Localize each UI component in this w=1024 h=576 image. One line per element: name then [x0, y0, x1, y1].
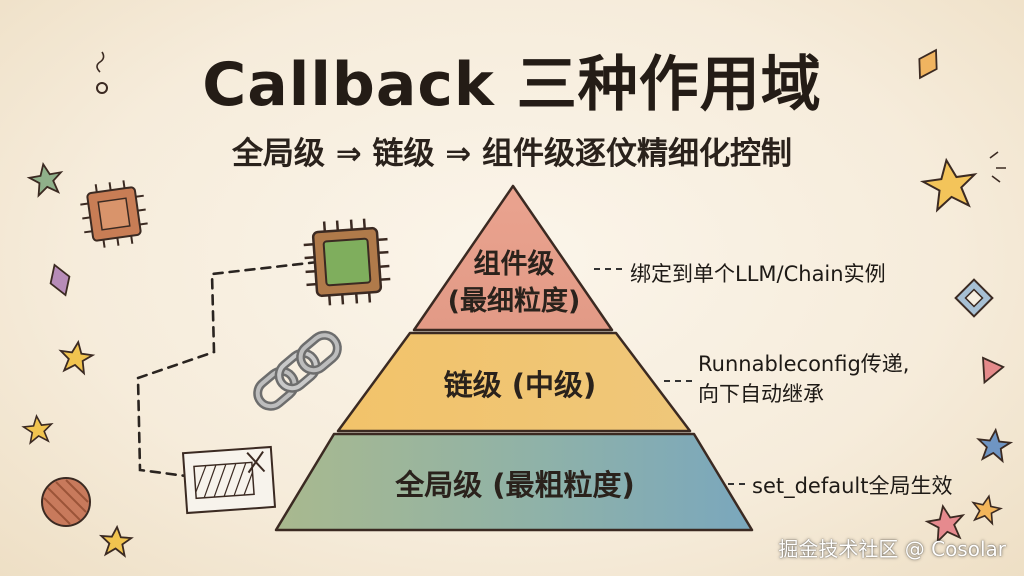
- note-middle: Runnableconfig传递, 向下自动继承: [698, 349, 909, 409]
- star-icon-yellow-bottom: [98, 524, 134, 558]
- star-icon-orange: [971, 494, 1004, 526]
- star-icon-yellow-small: [21, 414, 54, 445]
- tier-top-label: 组件级 (最细粒度): [414, 246, 614, 320]
- chain-link-icon: [253, 330, 342, 411]
- doodle-sparkle: [989, 151, 1006, 183]
- chip-icon-green: [303, 218, 391, 306]
- pyramid-tier-top: [412, 184, 614, 332]
- note-middle-line2: 向下自动继承: [698, 382, 824, 406]
- page-title: Callback 三种作用域: [202, 50, 822, 120]
- tier-top-line2: (最细粒度): [447, 286, 581, 317]
- chip-icon-small: [80, 180, 148, 248]
- page-subtitle: 全局级 ⇒ 链级 ⇒ 组件级逐伩精细化控制: [231, 136, 793, 172]
- note-top: 绑定到单个LLM/Chain实例: [630, 262, 886, 286]
- config-card-icon: [181, 445, 277, 515]
- gem-icon-purple: [49, 263, 71, 297]
- gem-icon-pink: [982, 356, 1005, 385]
- star-icon-pink: [924, 504, 966, 544]
- diamond-icon-outline: [954, 278, 994, 318]
- note-bottom: set_default全局生效: [752, 474, 953, 498]
- star-icon-yellow-left: [58, 339, 96, 376]
- doodle-circle: [96, 82, 108, 94]
- star-icon-green: [26, 161, 64, 198]
- tier-top-line1: 组件级: [473, 249, 555, 280]
- tier-middle-label: 链级 (中级): [443, 368, 597, 402]
- watermark: 掘金技术社区 @ Cosolar: [778, 537, 1006, 561]
- left-dashed-connector: [136, 260, 320, 478]
- circle-icon: [41, 477, 91, 527]
- pyramid-tier-bottom: [274, 432, 754, 532]
- star-icon-yellow-right: [919, 157, 978, 213]
- doodle-squiggle: [96, 51, 105, 73]
- note-middle-line1: Runnableconfig传递,: [698, 352, 910, 376]
- gem-icon-orange: [918, 48, 938, 80]
- tier-bottom-label: 全局级 (最粗粒度): [395, 468, 635, 502]
- pyramid-tier-middle: [336, 331, 692, 433]
- star-icon-blue: [976, 427, 1014, 464]
